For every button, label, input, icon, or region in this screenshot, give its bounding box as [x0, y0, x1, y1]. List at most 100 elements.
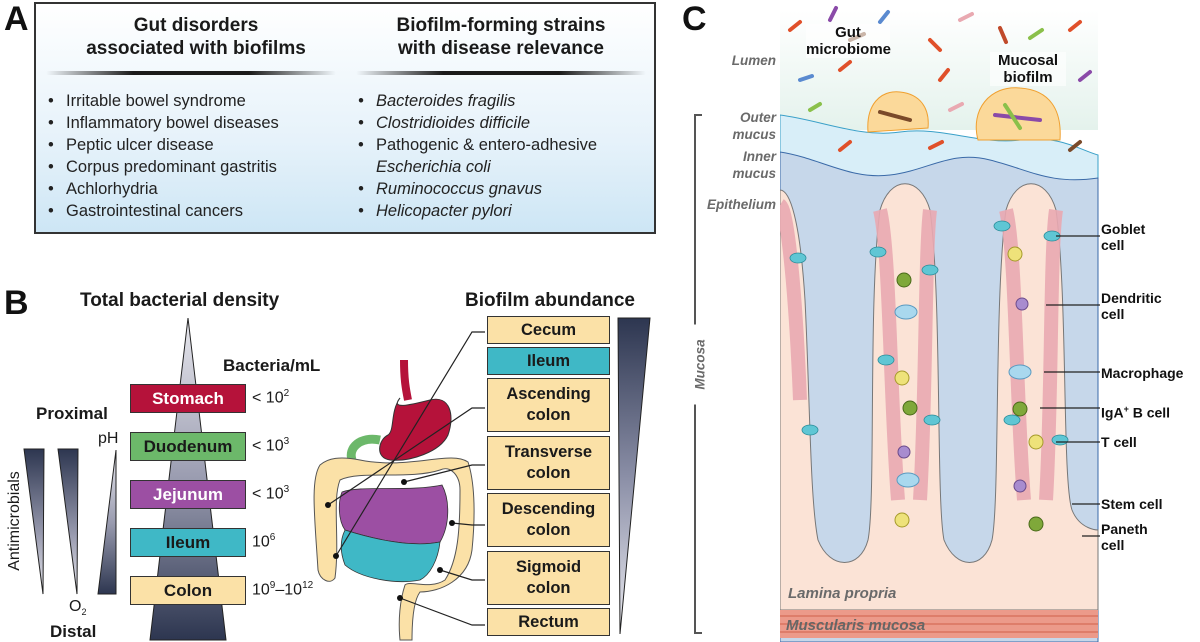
strains-heading: Biofilm-forming strains with disease rel… — [356, 14, 646, 60]
disorders-heading-line1: Gut disorders — [133, 15, 259, 36]
mucosa-label: Mucosa — [691, 324, 709, 405]
disorder-item: Irritable bowel syndrome — [46, 90, 346, 112]
panel-b-letter: B — [4, 284, 29, 322]
gut-microbiome-line1: Gut — [835, 24, 861, 41]
ileum-shape — [340, 529, 441, 583]
epithelium-label: Epithelium — [706, 197, 776, 212]
o2-label: O2 — [69, 598, 86, 617]
density-base: 10 — [252, 581, 270, 599]
goblet-cell-label: Goblet cell — [1101, 221, 1145, 253]
strains-heading-line1: Biofilm-forming strains — [396, 15, 606, 36]
mucosal-biofilm-line2: biofilm — [1003, 69, 1053, 86]
lamina-propria-label: Lamina propria — [788, 585, 897, 602]
organ-box-ileum: Ileum — [130, 528, 246, 557]
antimicrobials-triangle — [23, 448, 45, 595]
biofilm-title: Biofilm abundance — [465, 290, 635, 311]
panel-a-letter: A — [4, 0, 29, 38]
cell-leader-lines — [1040, 235, 1100, 537]
region-label: Ascending colon — [506, 385, 591, 424]
region-label: Sigmoid colon — [515, 558, 582, 597]
inner-mucus-line1: Inner — [742, 149, 776, 164]
disorder-item: Inflammatory bowel diseases — [46, 112, 346, 134]
region-label: Ileum — [526, 351, 571, 370]
disorder-item: Achlorhydria — [46, 178, 346, 200]
disorder-item: Gastrointestinal cancers — [46, 200, 346, 222]
gut-illustration — [313, 331, 485, 641]
iga-b-cell-label: IgA+ B cell — [1101, 401, 1170, 421]
goblet-line2: cell — [1101, 237, 1125, 253]
density-base-upper: –10 — [275, 581, 303, 599]
panel-a-box: Gut disorders associated with biofilms B… — [34, 2, 656, 234]
stomach-shape — [379, 397, 452, 461]
density-exponent: 2 — [283, 388, 290, 399]
iga-text: IgA — [1101, 404, 1124, 421]
density-base: < 10 — [252, 389, 284, 407]
density-base: < 10 — [252, 437, 284, 455]
region-label: Cecum — [520, 320, 577, 339]
ph-triangle — [97, 449, 117, 595]
immune-cells — [894, 246, 1044, 532]
region-box-rectum: Rectum — [487, 608, 610, 636]
muscularis-mucosa-label: Muscularis mucosa — [786, 617, 926, 634]
density-value: < 102 — [252, 388, 289, 407]
esophagus — [400, 359, 412, 401]
organ-box-jejunum: Jejunum — [130, 480, 246, 509]
density-base: < 10 — [252, 485, 284, 503]
density-exponent: 9 — [269, 580, 276, 591]
density-triangle — [149, 317, 227, 641]
iga-plus: + — [1123, 404, 1129, 414]
mucosal-biofilm-line1: Mucosal — [997, 52, 1058, 69]
leader-dots — [325, 479, 455, 601]
strain-item: Bacteroides fragilis — [356, 90, 656, 112]
disorders-list: Irritable bowel syndromeInflammatory bow… — [46, 90, 346, 222]
outer-mucus-label: Outer mucus — [700, 109, 776, 143]
region-label: Descending colon — [501, 500, 596, 539]
leader-lines — [327, 331, 485, 626]
proximal-label: Proximal — [36, 404, 108, 423]
region-box-descending-colon: Descending colon — [487, 493, 610, 547]
stem-cell-label: Stem cell — [1101, 496, 1163, 512]
b-cell-text: B cell — [1128, 404, 1171, 421]
gut-microbiome-line2: microbiome — [806, 41, 892, 58]
disorders-heading: Gut disorders associated with biofilms — [56, 14, 336, 60]
region-box-transverse-colon: Transverse colon — [487, 436, 610, 490]
goblet-cells — [789, 220, 1069, 446]
o2-subscript: 2 — [81, 607, 87, 618]
organ-box-duodenum: Duodenum — [130, 432, 246, 461]
paneth-line2: cell — [1101, 537, 1125, 553]
biofilm-gradient — [617, 317, 651, 635]
density-value: < 103 — [252, 484, 289, 503]
density-base: 10 — [252, 533, 270, 551]
strain-item: Escherichia coli — [376, 158, 491, 176]
density-value: < 103 — [252, 436, 289, 455]
region-box-sigmoid-colon: Sigmoid colon — [487, 551, 610, 605]
ph-label: pH — [98, 430, 119, 447]
panel-c-letter: C — [682, 0, 707, 38]
gut-microbiome-label: Gut microbiome — [806, 24, 892, 58]
muscle-fibers — [780, 615, 1098, 633]
dendritic-line2: cell — [1101, 306, 1125, 322]
density-exponent-upper: 12 — [302, 580, 314, 591]
paneth-line1: Paneth — [1101, 521, 1148, 537]
disorder-item: Peptic ulcer disease — [46, 134, 346, 156]
t-cell-label: T cell — [1101, 434, 1137, 450]
goblet-line1: Goblet — [1101, 221, 1146, 237]
inner-mucus-label: Inner mucus — [700, 148, 776, 182]
density-exponent: 3 — [283, 436, 290, 447]
villi — [780, 183, 1099, 611]
duodenum-shape — [346, 434, 381, 462]
density-exponent: 6 — [269, 532, 276, 543]
dendritic-line1: Dendritic — [1101, 290, 1162, 306]
dendritic-cell-label: Dendritic cell — [1101, 290, 1162, 322]
intestinal-tissue-illustration — [780, 6, 1099, 642]
outer-mucus-line1: Outer — [739, 110, 776, 125]
density-gradient-graphics — [23, 317, 227, 641]
o2-label-text: O — [69, 598, 82, 615]
density-exponent: 3 — [283, 484, 290, 495]
strain-item: Pathogenic & entero-adhesive — [356, 134, 656, 156]
lumen-label: Lumen — [731, 53, 776, 68]
disorder-item: Corpus predominant gastritis — [46, 156, 346, 178]
mucosal-biofilm-label: Mucosal biofilm — [990, 52, 1066, 86]
density-value: 109–1012 — [252, 580, 313, 599]
region-label: Transverse colon — [504, 443, 593, 482]
